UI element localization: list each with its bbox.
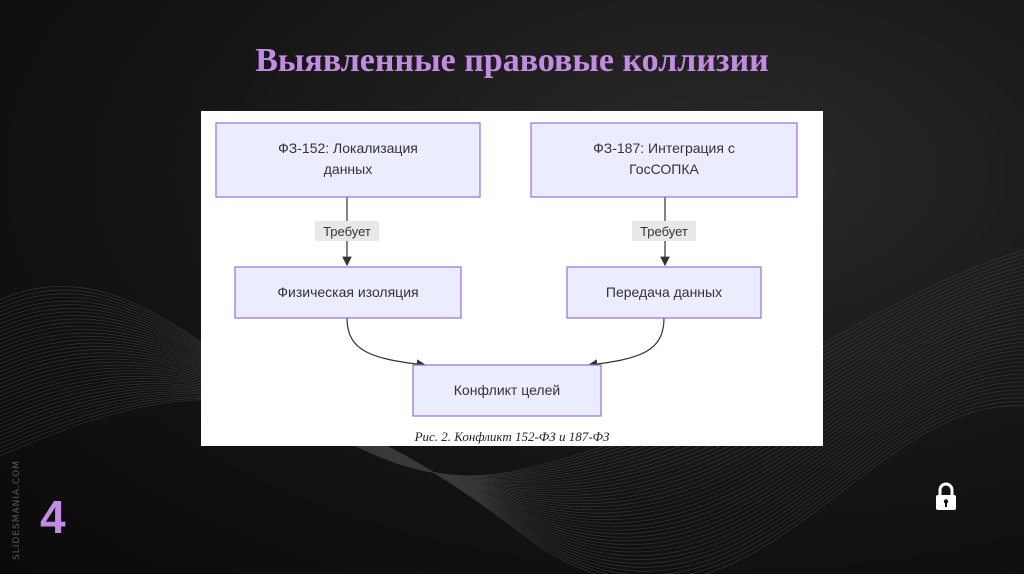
svg-text:Передача данных: Передача данных	[606, 284, 722, 300]
slide-title: Выявленные правовые коллизии	[255, 42, 769, 79]
edge-label-left: Требует	[315, 221, 379, 241]
svg-text:ФЗ-152: Локализация: ФЗ-152: Локализация	[278, 140, 418, 156]
flowchart: Требует Требует ФЗ-152: Локализация данн…	[215, 122, 798, 417]
svg-text:Физическая изоляция: Физическая изоляция	[277, 284, 418, 300]
node-conflict: Конфликт целей	[412, 364, 602, 417]
watermark: SLIDESMANIA.COM	[12, 460, 22, 561]
edge-label-right: Требует	[632, 221, 696, 241]
slide-number: 4	[40, 491, 66, 543]
svg-text:данных: данных	[324, 161, 372, 177]
edge-isolation-conflict	[346, 317, 427, 369]
svg-text:Требует: Требует	[640, 224, 688, 239]
node-fz152: ФЗ-152: Локализация данных	[215, 122, 481, 198]
svg-text:ГосСОПКА: ГосСОПКА	[629, 161, 699, 177]
svg-text:Требует: Требует	[323, 224, 371, 239]
diagram-figure: Требует Требует ФЗ-152: Локализация данн…	[201, 111, 823, 446]
svg-text:Конфликт целей: Конфликт целей	[454, 382, 560, 398]
figure-caption: Рис. 2. Конфликт 152-ФЗ и 187-ФЗ	[414, 429, 610, 444]
lock-icon[interactable]	[933, 482, 959, 512]
node-fz187: ФЗ-187: Интеграция с ГосСОПКА	[530, 122, 798, 198]
node-isolation: Физическая изоляция	[234, 266, 462, 319]
node-transfer: Передача данных	[566, 266, 762, 319]
edge-transfer-conflict	[587, 317, 665, 369]
svg-text:ФЗ-187: Интеграция с: ФЗ-187: Интеграция с	[593, 140, 735, 156]
